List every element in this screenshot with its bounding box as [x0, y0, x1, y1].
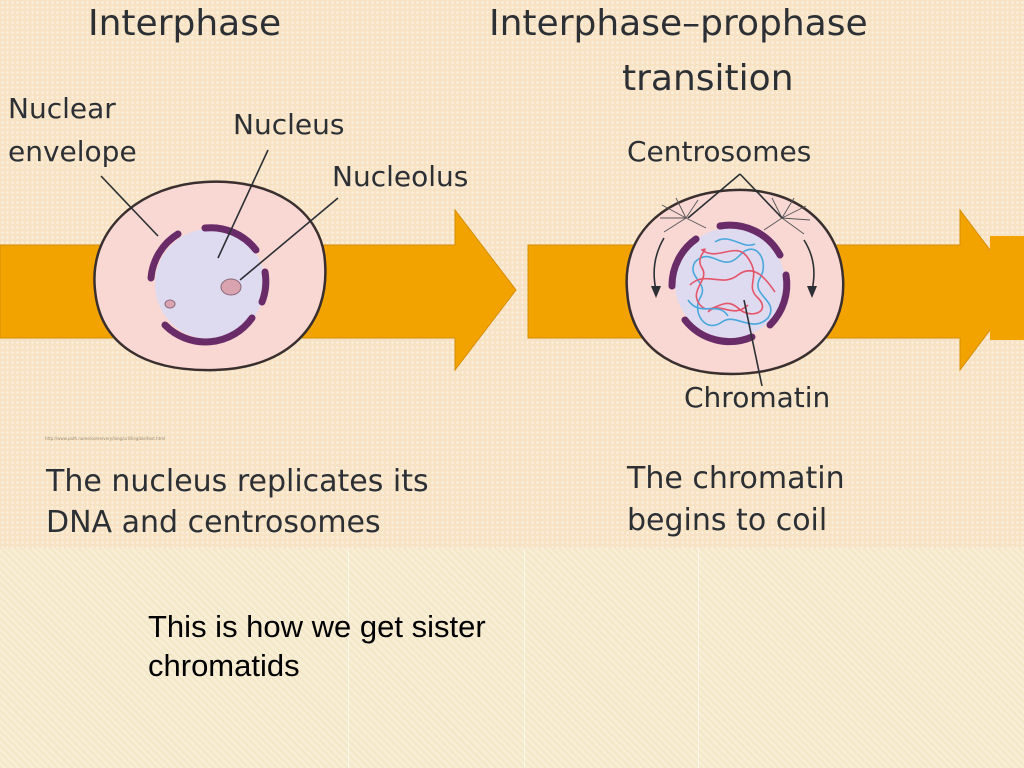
label-nucleolus: Nucleolus [332, 160, 469, 193]
transition-cell [625, 173, 845, 387]
figure-artwork [0, 149, 1024, 387]
texture-divider [524, 548, 525, 768]
interphase-cell [93, 149, 339, 372]
small-nucleolus [164, 299, 176, 309]
caption-transition-line2: begins to coil [627, 503, 828, 538]
nuclear-envelope [147, 224, 270, 346]
mitosis-figure: Interphase Interphase–prophase transitio… [0, 0, 1024, 548]
nucleus [155, 229, 265, 339]
label-nuclear-envelope-line2: envelope [8, 135, 137, 168]
centrosome-rays [660, 197, 811, 235]
slide-note-line1: This is how we get sister [148, 609, 486, 644]
arrow-tail-fragment [990, 236, 1024, 340]
heading-interphase: Interphase [88, 3, 282, 44]
centrosome-arrows [651, 237, 817, 298]
leader-lines [100, 149, 339, 281]
texture-divider [348, 548, 349, 768]
nuclear-envelope [668, 221, 791, 346]
slide-note: This is how we get sister chromatids [148, 608, 568, 686]
nucleus [675, 228, 785, 338]
heading-transition-line1: Interphase–prophase [489, 3, 868, 44]
chromatin [687, 238, 776, 327]
heading-transition-line2: transition [622, 58, 794, 99]
label-nuclear-envelope-line1: Nuclear [8, 92, 116, 125]
caption-transition-line1: The chromatin [627, 461, 845, 496]
leader-lines [687, 173, 783, 387]
caption-interphase-line2: DNA and centrosomes [46, 505, 381, 540]
slide-note-line2: chromatids [148, 647, 300, 683]
caption-interphase-line1: The nucleus replicates its [46, 464, 429, 499]
nucleolus [220, 278, 242, 296]
label-nucleus: Nucleus [233, 108, 345, 141]
texture-divider [698, 548, 699, 768]
source-url-text: http://www.path.name/some/very/long/url/… [45, 436, 166, 441]
label-centrosomes: Centrosomes [627, 135, 812, 168]
label-chromatin: Chromatin [684, 381, 831, 414]
